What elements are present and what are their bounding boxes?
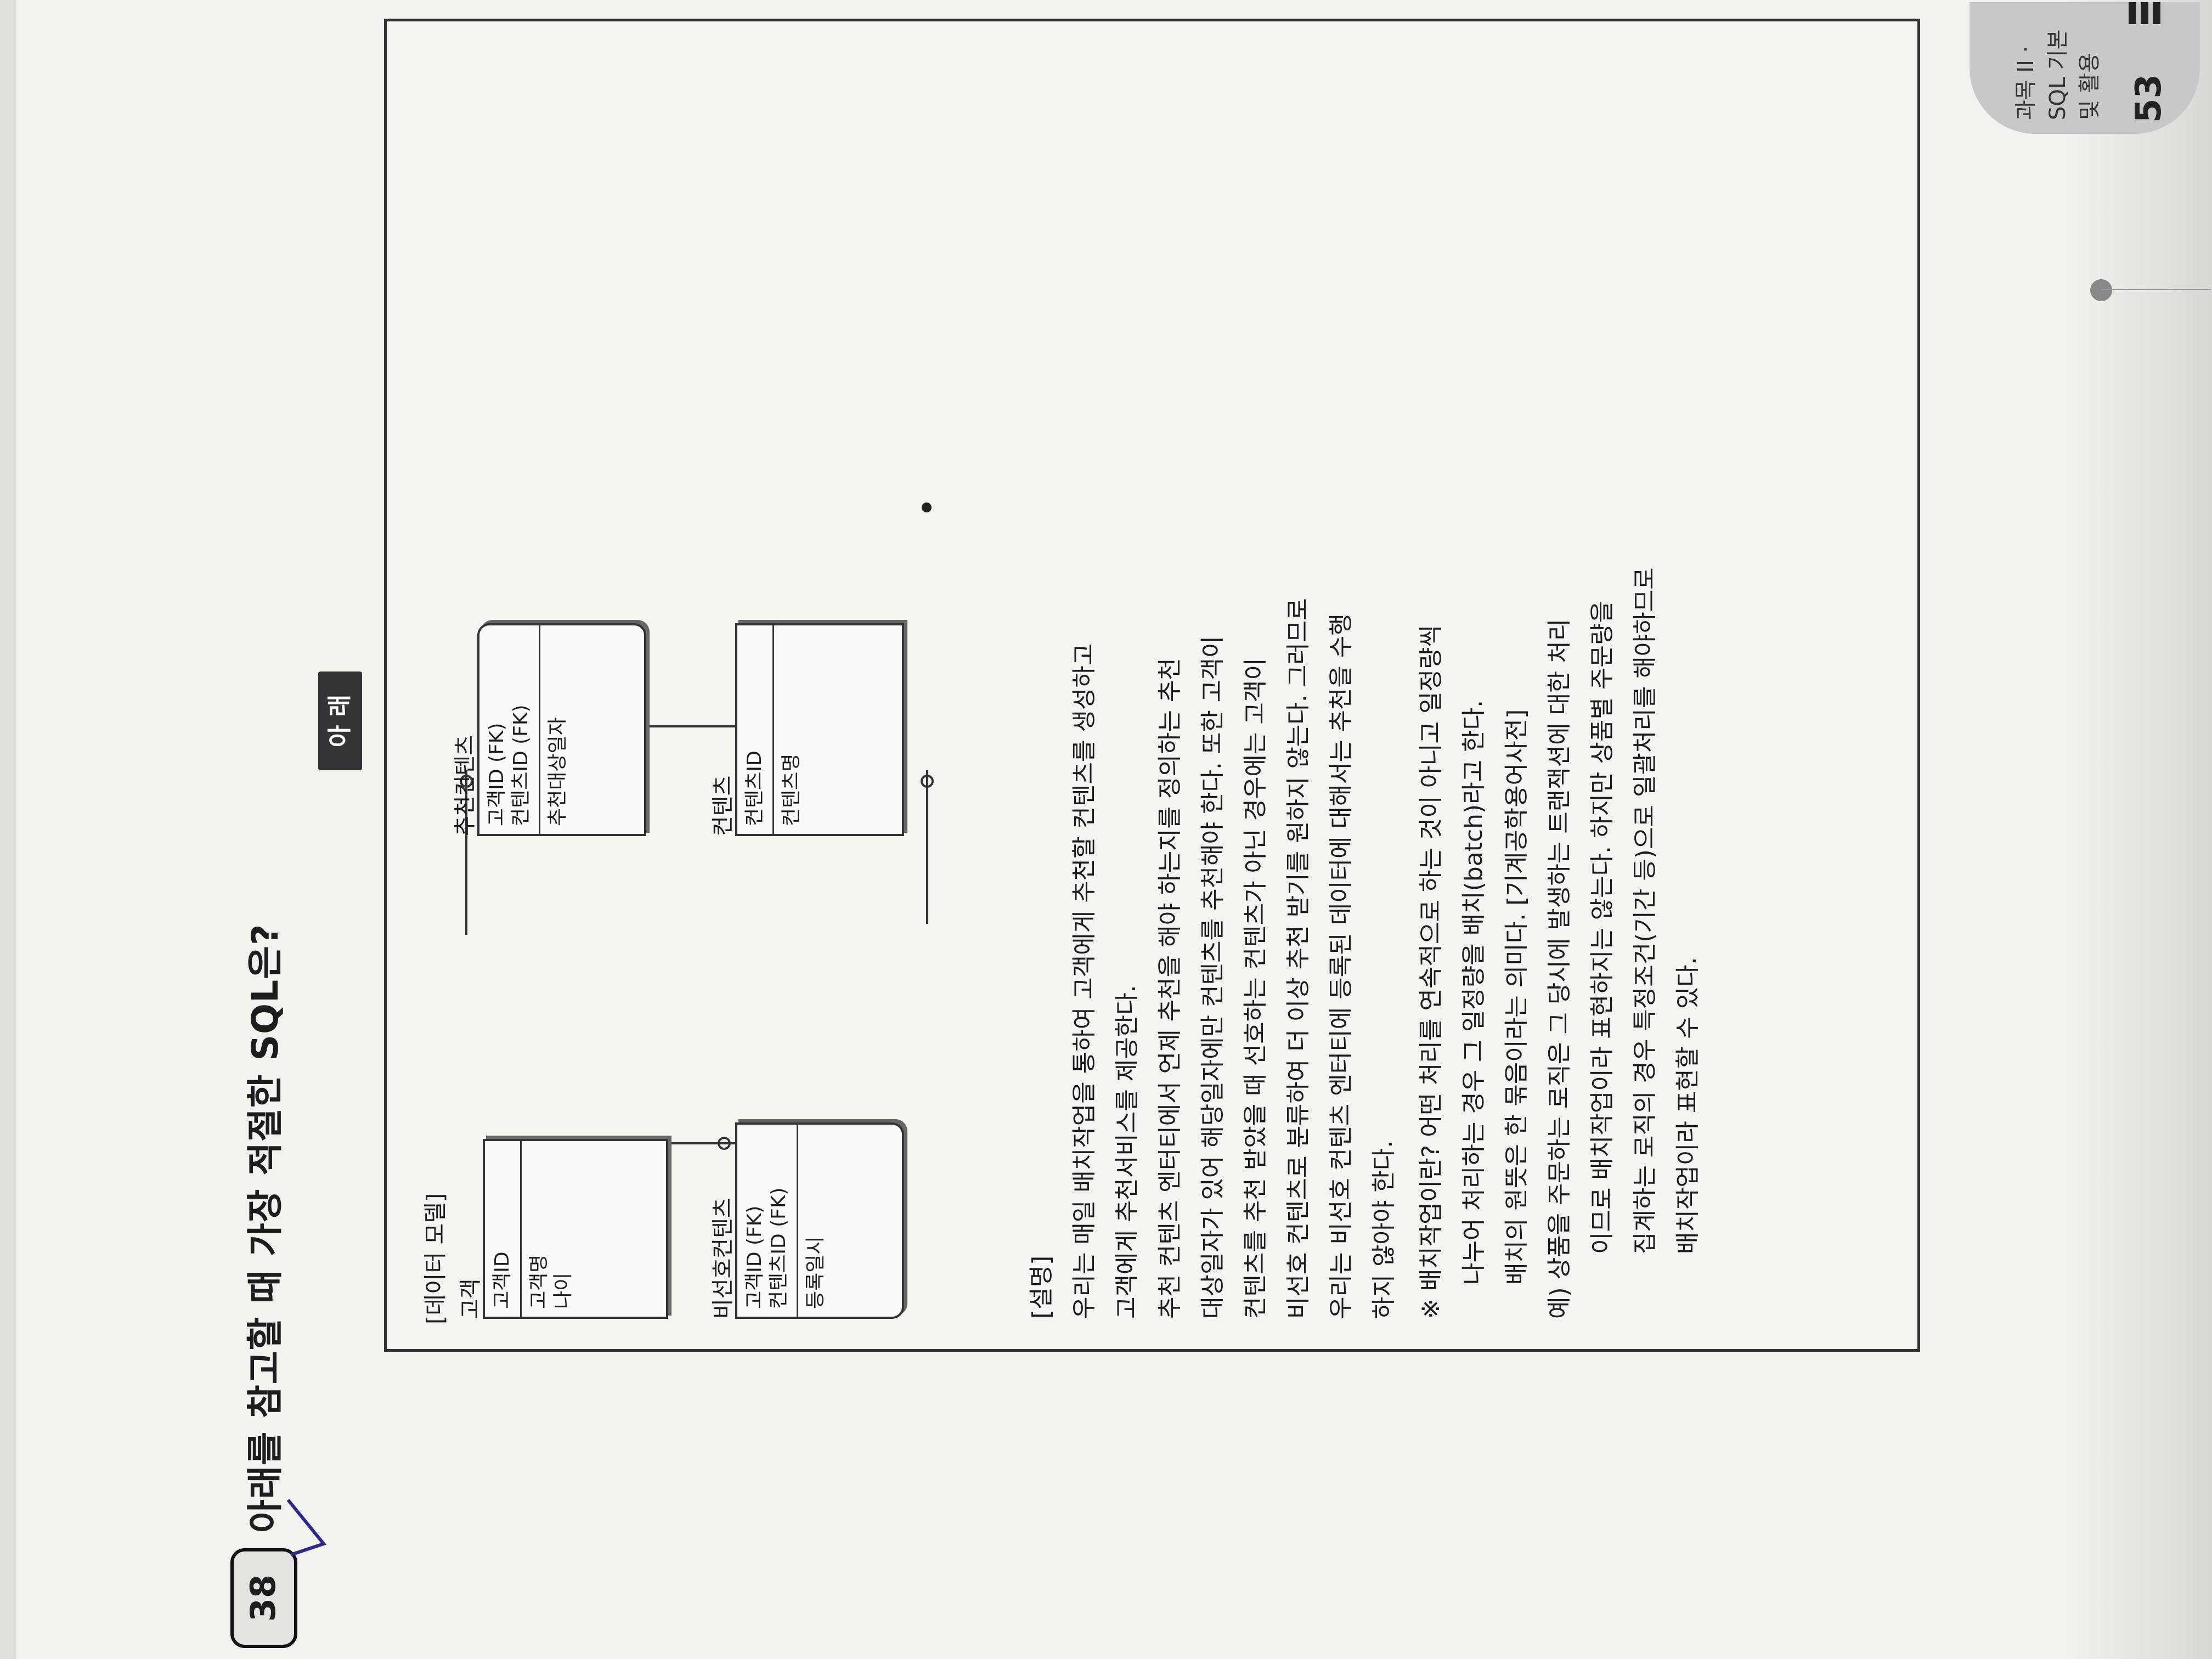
page-number: 53 [2129,74,2169,123]
explanation-line: 고객에게 추천서비스를 제공한다. [1113,985,1141,1319]
entity-attr: 추천대상일자 [546,717,569,826]
entity-attr: 나이 [552,1272,574,1309]
explanation-line: 추천 컨텐츠 엔터티에서 언제 추천을 해야 하는지를 정의하는 추천 [1156,658,1184,1319]
explanation-line: 하지 않아야 한다. [1370,1140,1398,1319]
page-number-bars-icon [2129,2,2160,24]
box-label: 아 래 [318,672,362,770]
note-line: 예) 상품을 주문하는 로직은 그 당시에 발생하는 트랜잭션에 대한 처리 [1545,618,1573,1319]
note-line: 이므로 배치작업이라 표현하지는 않는다. 하지만 상품별 주문량을 [1588,601,1616,1254]
entity-customer: 고객ID 고객명 나이 [483,1139,668,1319]
entity-key: 고객ID [491,1251,514,1309]
binding-dot [2090,279,2112,301]
entity-attr: 등록일시 [804,1236,827,1309]
explanation-line: 컨텐츠를 추천 받았을 때 선호하는 컨텐츠가 아닌 경우에는 고객이 [1242,658,1269,1319]
note-line: 집계하는 로직의 경우 특정조건(기간 등)으로 일괄처리를 해야하므로 [1631,567,1659,1254]
batch-note-block: ※ 배치작업이란? 어떤 처리를 연속적으로 하는 것이 아니고 일정량씩 나누… [1410,57,1709,1319]
page-binding-shadow [2063,0,2212,1659]
entity-key: 컨텐츠ID (FK) [510,704,532,826]
question-number-badge: 38 [230,1548,297,1648]
entity-customer-label: 고객 [458,1278,483,1319]
explanation-block: [설명] 우리는 매일 배치작업을 통하여 고객에게 추천할 컨텐츠를 생성하고… [1020,57,1406,1319]
chapter-side-tab-text: 과목 II · SQL 기본 및 활용 [2013,29,2102,120]
entity-attr: 컨텐츠명 [780,753,803,826]
note-line: 나누어 처리하는 경우 그 일정량을 배치(batch)라고 한다. [1460,699,1488,1285]
entity-key: 고객ID (FK) [743,1205,766,1309]
explanation-line: 우리는 비선호 컨텐츠 엔터티에 등록된 데이터에 대해서는 추천을 수행 [1327,613,1355,1319]
note-line: 배치의 원뜻은 한 묶음이라는 의미다. [기계공학용어사전] [1503,709,1531,1285]
entity-key: 컨텐츠ID (FK) [768,1187,790,1309]
entity-nonpreferred-content: 고객ID (FK) 컨텐츠ID (FK) 등록일시 [735,1122,904,1319]
entity-key: 컨텐츠ID [743,751,766,826]
entity-content-label: 컨텐츠 [710,775,736,836]
entity-nonpref-label: 비선호컨텐츠 [710,1198,736,1319]
explanation-label: [설명] [1028,1255,1056,1319]
note-line: 배치작업이라 표현할 수 있다. [1674,957,1702,1254]
stray-ink-dot [922,503,932,512]
binding-line [2101,289,2211,290]
explanation-line: 대상일자가 있어 해당일자에만 컨텐츠를 추천해야 한다. 또한 고객이 [1199,635,1227,1319]
question-title: 아래를 참고할 때 가장 적절한 SQL은? [244,923,286,1533]
entity-content: 컨텐츠ID 컨텐츠명 [735,623,904,836]
entity-attr: 고객명 [528,1254,550,1309]
explanation-line: 비선호 컨텐츠로 분류하여 더 이상 추천 받기를 원하지 않는다. 그러므로 [1284,598,1312,1319]
page-top-edge [0,0,16,1659]
explanation-line: 우리는 매일 배치작업을 통하여 고객에게 추천할 컨텐츠를 생성하고 [1070,643,1098,1319]
note-line: ※ 배치작업이란? 어떤 처리를 연속적으로 하는 것이 아니고 일정량씩 [1417,624,1445,1319]
entity-rec-label: 추천컨텐츠 [453,735,478,836]
entity-key: 고객ID (FK) [486,723,508,826]
entity-recommended-content: 고객ID (FK) 컨텐츠ID (FK) 추천대상일자 [477,623,646,836]
pen-check-mark [286,1499,327,1556]
